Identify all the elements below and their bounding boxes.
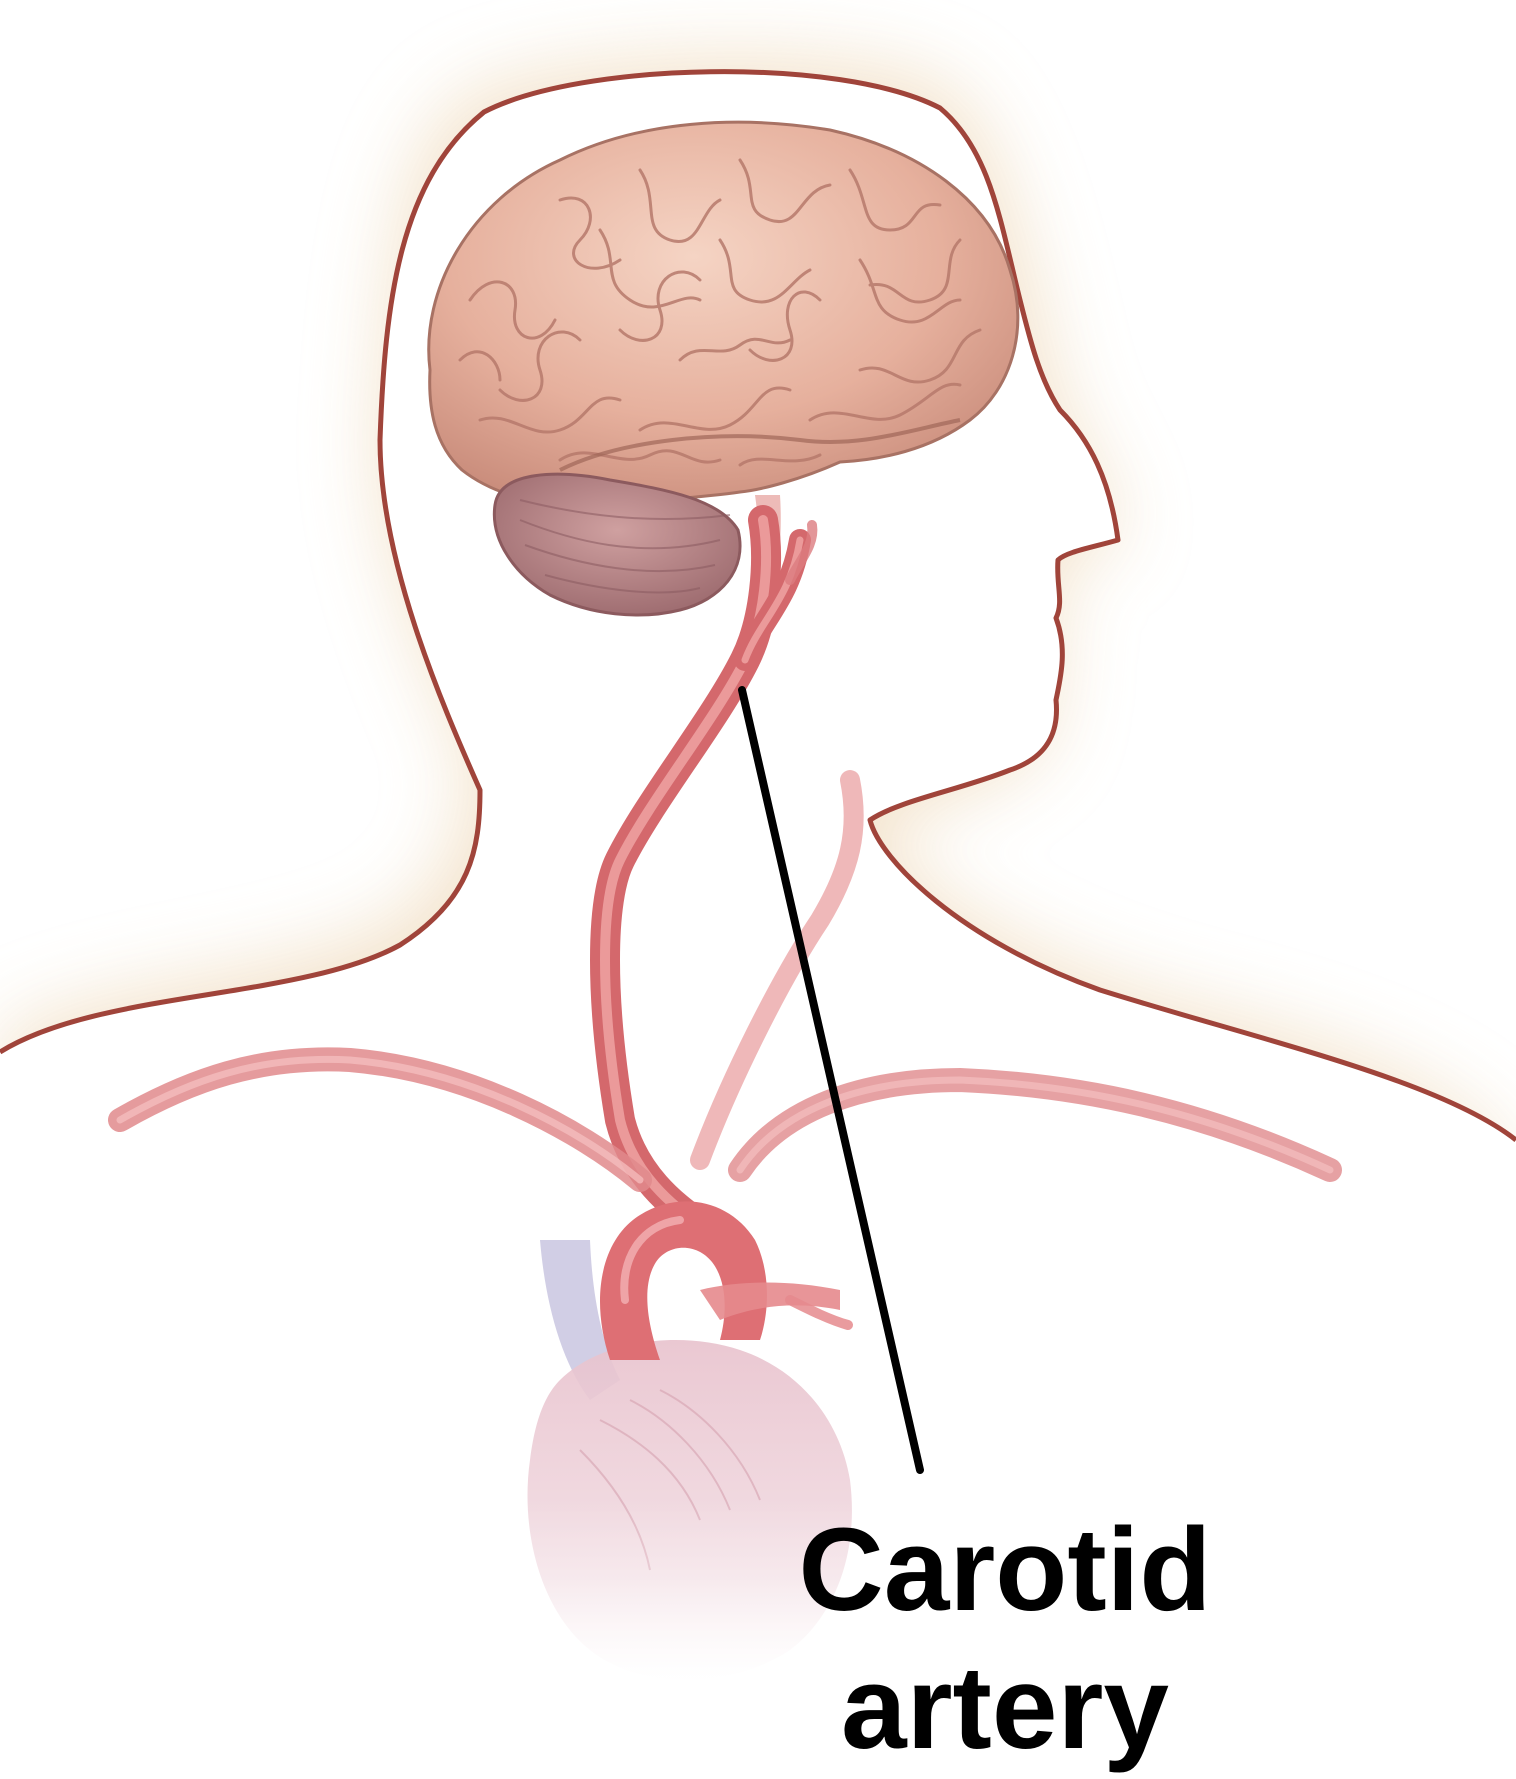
label-artery: artery	[841, 1642, 1169, 1774]
lower-fade	[0, 1500, 1516, 1779]
label-carotid: Carotid	[799, 1504, 1212, 1636]
